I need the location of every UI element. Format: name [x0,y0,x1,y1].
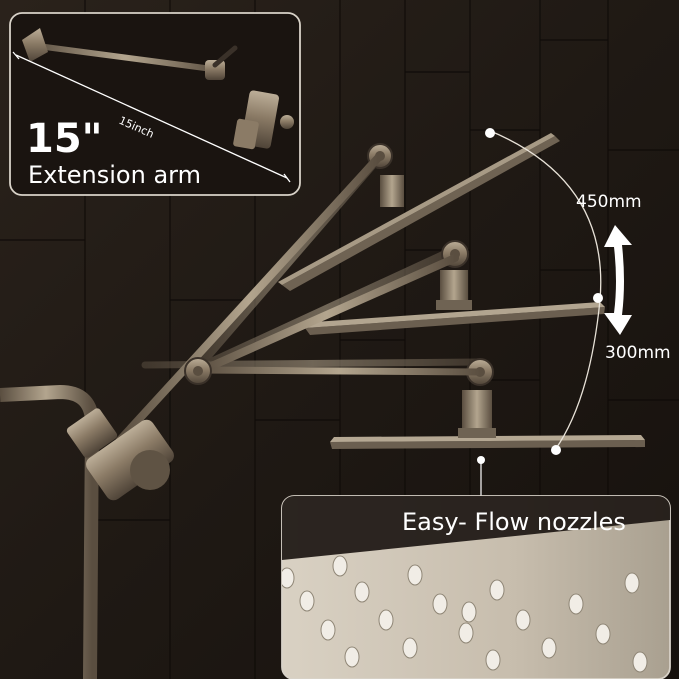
rain-head-high [278,133,560,291]
height-min-label: 300mm [605,343,671,363]
height-arrow-icon [604,225,632,335]
height-adjust-arc [485,128,603,455]
wall-pipe [0,384,174,679]
nozzles-title: Easy- Flow nozzles [402,508,626,536]
arm-title: Extension arm [28,161,201,189]
nozzles-callout: Easy- Flow nozzles [281,495,671,679]
nozzle-grid [282,496,670,673]
height-max-label: 450mm [576,192,642,212]
extension-arm-callout: 15inch 15" Extension arm [9,12,301,196]
rain-head-low [330,358,645,449]
arm-size-value: 15" [26,116,103,162]
extension-arm-main [116,154,484,444]
rain-head-middle [300,240,605,335]
